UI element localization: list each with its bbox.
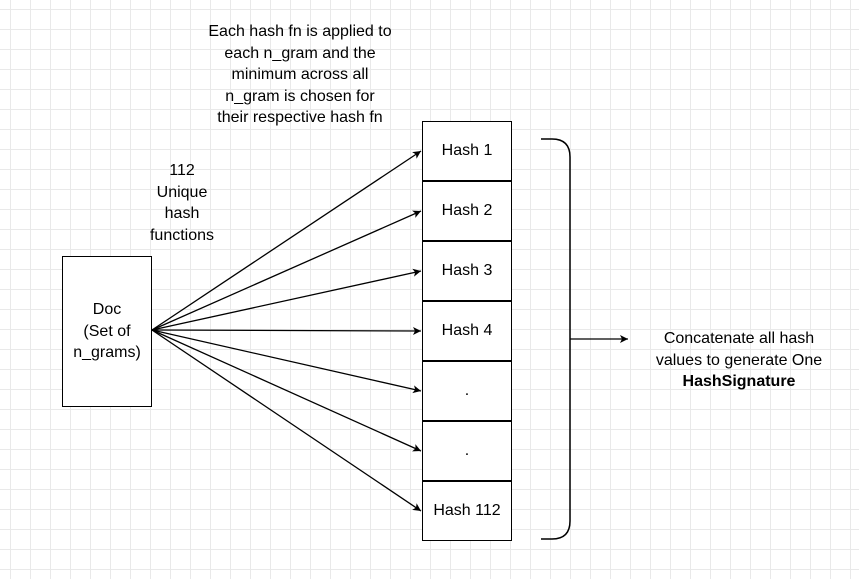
hash-cell-3: Hash 3: [422, 241, 512, 301]
doc-to-hash-arrow-4: [151, 326, 422, 335]
doc-to-hash-arrow-5: [151, 329, 422, 394]
hash-cell-4: Hash 4: [422, 301, 512, 361]
top-note: Each hash fn is applied to each n_gram a…: [208, 23, 392, 126]
doc-to-hash-arrow-6: [151, 329, 422, 452]
result-text: Concatenate all hash values to generate …: [634, 328, 844, 393]
result-line-2: values to generate One: [655, 351, 823, 369]
hash-cell-2: Hash 2: [422, 181, 512, 241]
hash-functions-note: 112 Unique hash functions: [149, 162, 215, 244]
hash-cell-ellipsis-2: .: [422, 421, 512, 481]
doc-to-hash-arrow-3: [151, 268, 422, 331]
result-line-3: HashSignature: [682, 373, 796, 390]
hash-cell-1: Hash 1: [422, 121, 512, 181]
doc-box: Doc (Set of n_grams): [62, 256, 152, 407]
doc-to-hash-arrow-7: [151, 329, 422, 512]
hash-cell-112: Hash 112: [422, 481, 512, 541]
hash-cell-ellipsis-1: .: [422, 361, 512, 421]
doc-to-hash-arrow-1: [151, 150, 422, 331]
right-curly-brace: [541, 138, 571, 540]
fan-arrows: [151, 150, 422, 512]
result-line-1: Concatenate all hash: [663, 330, 815, 347]
doc-to-hash-arrow-2: [151, 210, 422, 331]
